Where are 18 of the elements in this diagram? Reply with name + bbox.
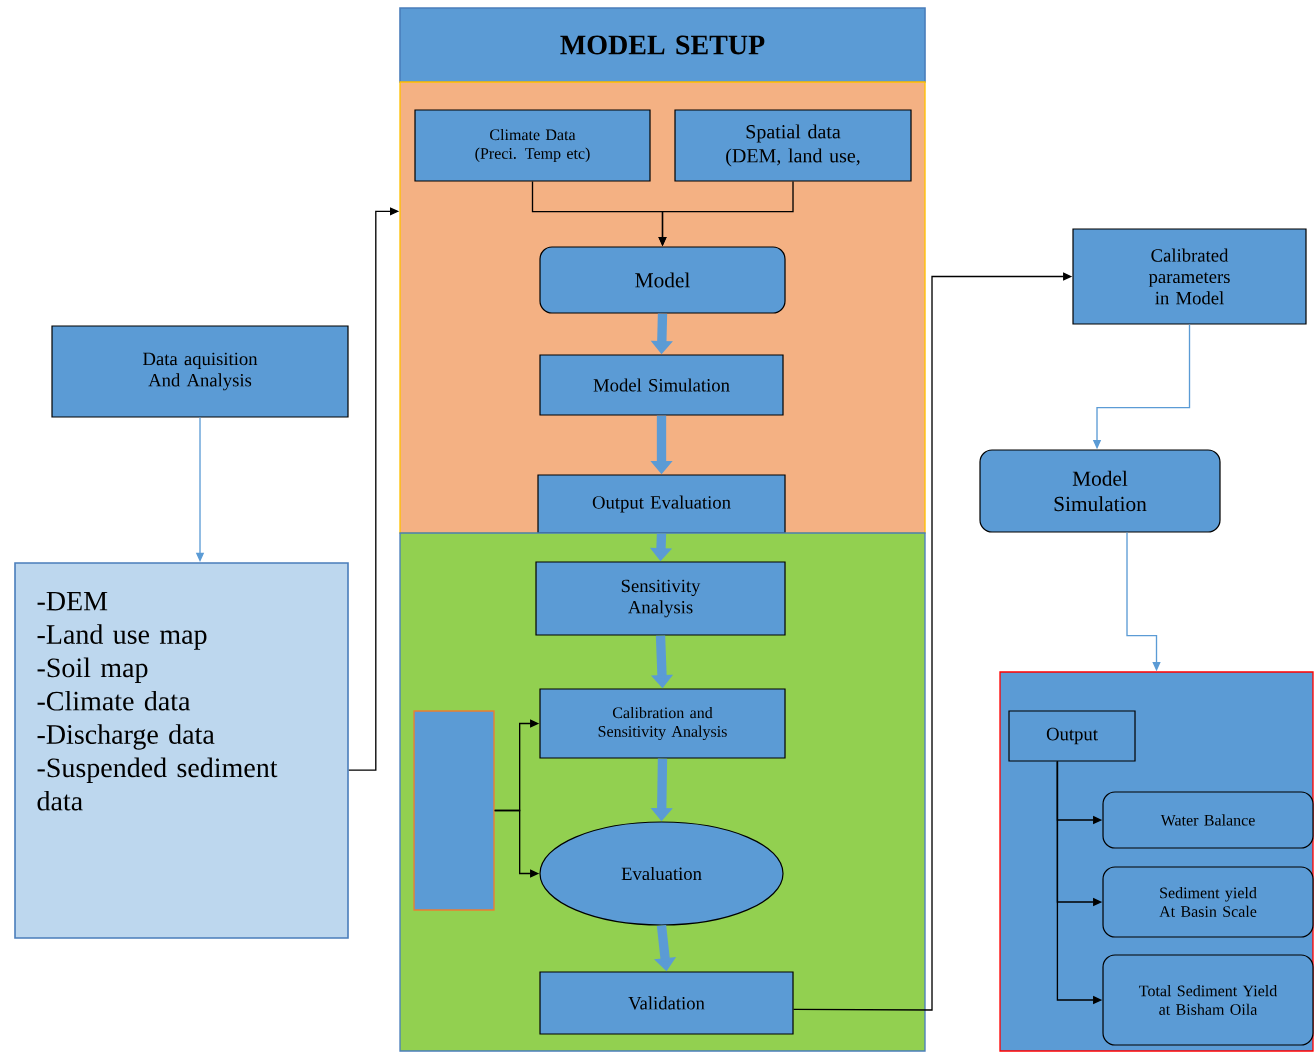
process-box: Climate Data (Preci. Temp etc) xyxy=(414,109,651,182)
rounded-box: Model xyxy=(539,246,786,314)
rounded-box: Sediment yield At Basin Scale xyxy=(1102,866,1314,938)
header-band: MODEL SETUP xyxy=(399,7,926,83)
rounded-box: Water Balance xyxy=(1102,791,1314,849)
process-box: Validation xyxy=(539,971,794,1035)
process-box: Model Simulation xyxy=(539,354,784,416)
process-box: Output Evaluation xyxy=(537,474,786,534)
rounded-box: Total Sediment Yield at Bisham Oila xyxy=(1102,954,1314,1046)
process-box: Data aquisition And Analysis xyxy=(51,325,349,418)
rounded-box: Model Simulation xyxy=(979,449,1221,533)
side-box xyxy=(413,710,495,911)
list-box: -DEM -Land use map -Soil map -Climate data -Discharge data -Suspended sediment data xyxy=(14,562,349,939)
process-box: Output xyxy=(1008,710,1136,762)
process-box: Calibration and Sensitivity Analysis xyxy=(539,688,786,759)
process-box: Sensitivity Analysis xyxy=(535,561,786,636)
process-box: Spatial data (DEM, land use, xyxy=(674,109,912,182)
process-box: Calibrated parameters in Model xyxy=(1072,228,1307,325)
